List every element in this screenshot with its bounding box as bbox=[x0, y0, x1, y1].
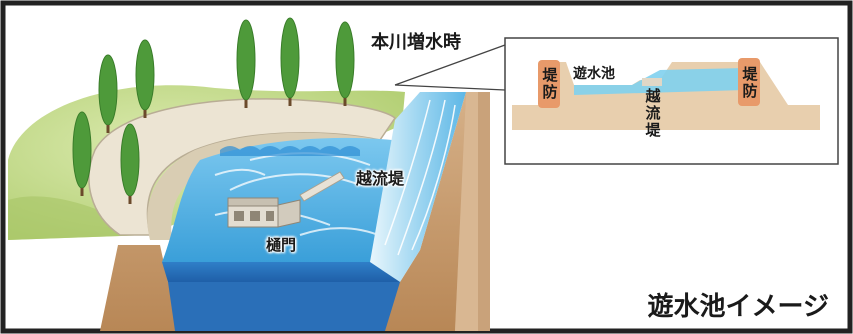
sluice-gate-label: 樋門 bbox=[266, 236, 297, 254]
tree bbox=[335, 21, 355, 99]
inset-levee-left-marker bbox=[538, 60, 560, 108]
tree-trunks bbox=[80, 98, 347, 204]
inset-overflow-weir-label: 越流堤 bbox=[645, 87, 661, 139]
wave-crests bbox=[220, 146, 360, 156]
river-channel bbox=[370, 92, 466, 282]
inset-right-levee-label: 堤防 bbox=[742, 65, 758, 100]
tree bbox=[280, 17, 300, 99]
sluice-gate-structure bbox=[227, 197, 301, 228]
inset-weir-marker bbox=[642, 78, 662, 86]
callout-line bbox=[394, 84, 506, 91]
inset-levee-right-marker bbox=[738, 58, 760, 106]
inset-left-levee-label: 堤防 bbox=[542, 66, 558, 101]
tree bbox=[236, 19, 256, 101]
trees bbox=[72, 17, 355, 197]
diagram-title: 遊水池イメージ bbox=[647, 292, 829, 322]
tree bbox=[135, 39, 155, 111]
basin-water bbox=[162, 262, 410, 282]
callout-line bbox=[394, 44, 506, 86]
river-flow-lines bbox=[384, 99, 456, 256]
tree bbox=[120, 123, 140, 197]
overflow-weir bbox=[299, 171, 345, 202]
overflow-weir-label: 越流堤 bbox=[356, 169, 405, 188]
flood-label: 本川増水時 bbox=[371, 32, 461, 53]
tree bbox=[72, 111, 92, 189]
pond-water bbox=[162, 137, 410, 262]
basin-water-lower bbox=[168, 282, 400, 331]
tree bbox=[98, 54, 118, 126]
main-levee-face bbox=[455, 92, 478, 331]
inset-pond-label: 遊水池 bbox=[573, 66, 615, 82]
